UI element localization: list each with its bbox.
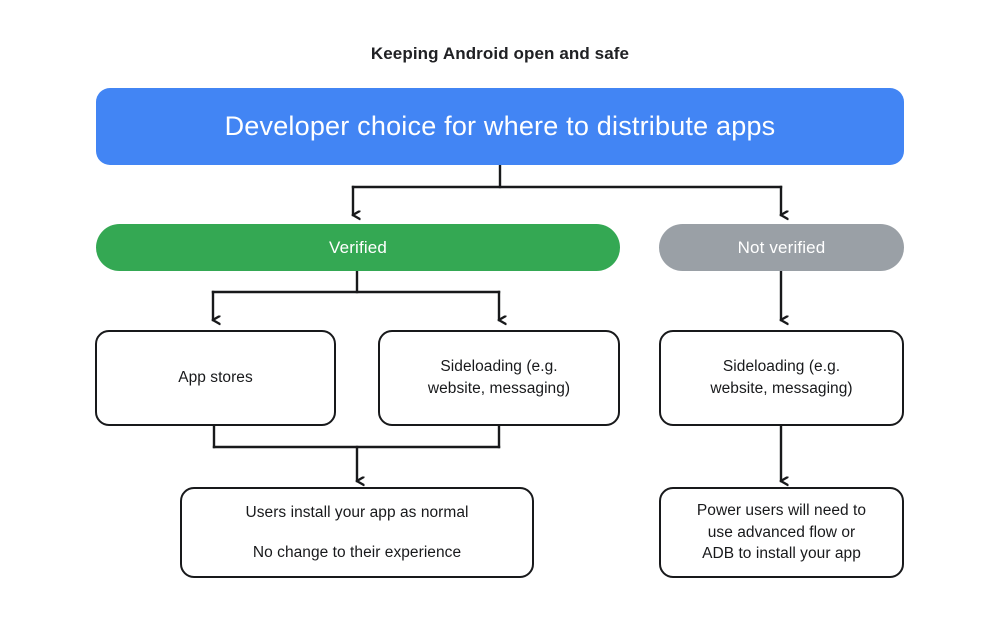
node-sideloading-verified-line-1: Sideloading (e.g. bbox=[440, 358, 558, 376]
node-verified[interactable]: Verified bbox=[96, 224, 620, 271]
node-outcome-verified-line-2: No change to their experience bbox=[252, 543, 462, 561]
node-root-label: Developer choice for where to distribute… bbox=[224, 111, 776, 142]
node-outcome-unverified-line-1: Power users will need to bbox=[696, 501, 867, 519]
node-verified-label: Verified bbox=[329, 237, 387, 257]
page-title: Keeping Android open and safe bbox=[370, 44, 630, 63]
node-not-verified[interactable]: Not verified bbox=[659, 224, 904, 271]
node-outcome-verified[interactable]: Users install your app as normal No chan… bbox=[180, 487, 534, 578]
node-app-stores[interactable]: App stores bbox=[95, 330, 336, 426]
node-outcome-verified-line-1: Users install your app as normal bbox=[245, 503, 469, 521]
node-app-stores-line-1: App stores bbox=[178, 369, 253, 387]
node-sideloading-unverified[interactable]: Sideloading (e.g. website, messaging) bbox=[659, 330, 904, 426]
node-sideloading-unverified-line-2: website, messaging) bbox=[710, 380, 853, 397]
node-not-verified-label: Not verified bbox=[737, 237, 826, 257]
node-sideloading-unverified-line-1: Sideloading (e.g. bbox=[722, 358, 841, 376]
node-root[interactable]: Developer choice for where to distribute… bbox=[96, 88, 904, 165]
node-outcome-unverified-line-3: ADB to install your app bbox=[702, 545, 861, 563]
node-sideloading-verified-line-2: website, messaging) bbox=[427, 380, 571, 397]
node-outcome-unverified-line-2: use advanced flow or bbox=[707, 523, 856, 541]
node-outcome-unverified[interactable]: Power users will need to use advanced fl… bbox=[659, 487, 904, 578]
node-sideloading-verified[interactable]: Sideloading (e.g. website, messaging) bbox=[378, 330, 620, 426]
